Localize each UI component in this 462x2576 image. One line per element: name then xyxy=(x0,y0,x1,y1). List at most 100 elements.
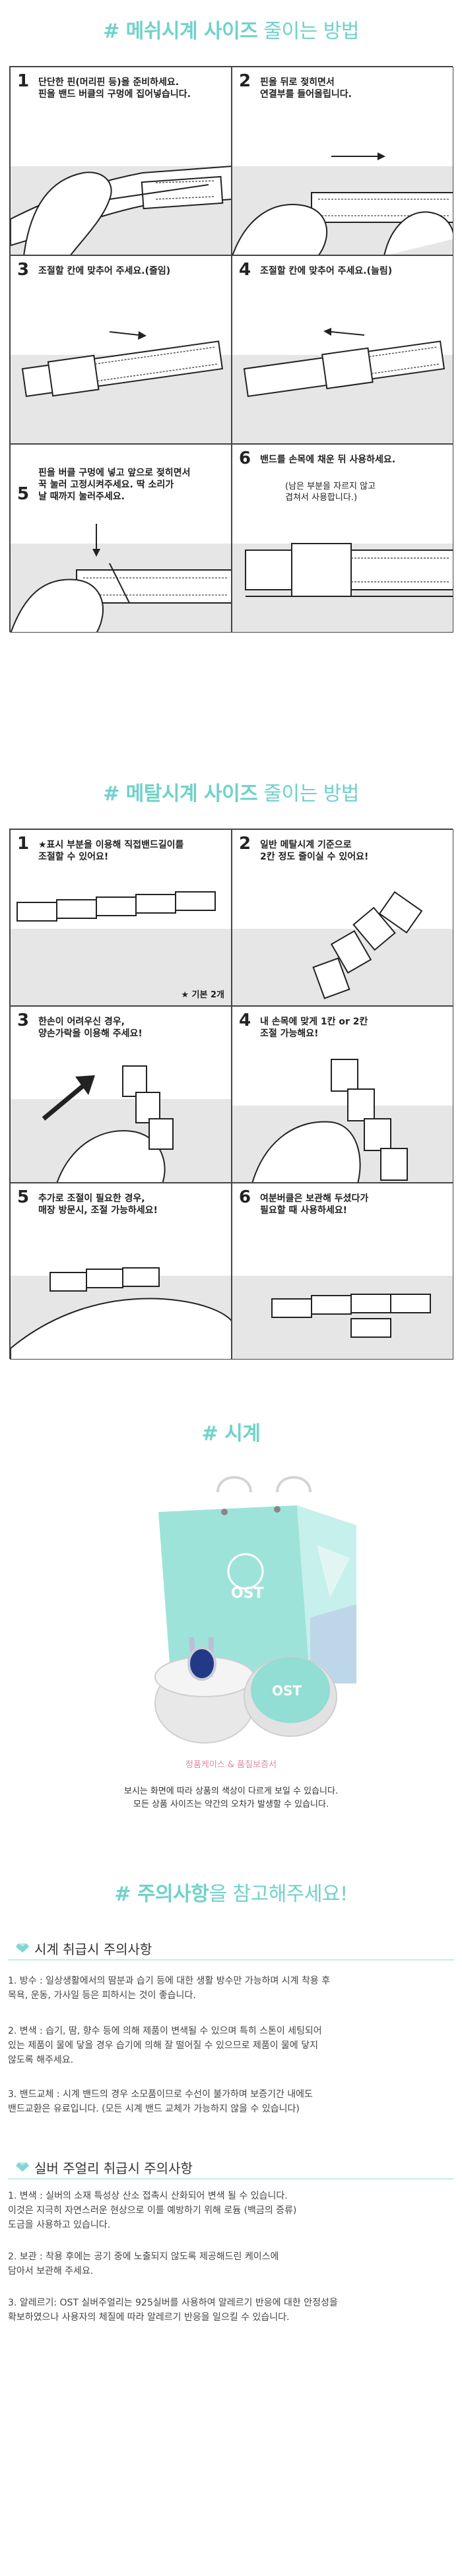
spacer xyxy=(0,2074,462,2087)
watch-photo-illustration: OST OST xyxy=(154,1476,356,1744)
jewelry-caution-heading-text: 실버 주얼리 취급시 주의사항 xyxy=(34,2160,193,2176)
metal-title-strong: # 메탈시계 사이즈 xyxy=(103,782,258,805)
metal-step-1-number: 1 xyxy=(17,834,30,854)
metal-step-5: 5 추가로 조절이 필요한 경우, 매장 방문시, 조절 가능하세요! xyxy=(10,1183,232,1360)
watch-note-size: 모든 상품 사이즈는 약간의 오차가 발생할 수 있습니다. xyxy=(133,1800,329,1809)
mesh-title-rest: 줄이는 방법 xyxy=(257,20,359,43)
watch-title-text: # 시계 xyxy=(201,1422,261,1445)
spacer xyxy=(0,2238,462,2249)
mesh-step-4-illustration xyxy=(232,328,453,443)
mesh-step-6-text: 밴드를 손목에 채운 뒤 사용하세요. xyxy=(260,455,396,465)
watch-caution-heading: 시계 취급시 주의사항 xyxy=(8,1937,454,1961)
watch-photo: OST OST xyxy=(0,1466,462,1756)
metal-title-rest: 줄이는 방법 xyxy=(257,782,359,805)
mesh-step-2-number: 2 xyxy=(239,71,251,91)
metal-step-2: 2 일반 메탈시계 기준으로 2칸 정도 줄이실 수 있어요! xyxy=(232,829,453,1006)
caution-title: # 주의사항을 참고해주세요! xyxy=(0,1877,462,1906)
spacer xyxy=(0,2011,462,2024)
mesh-step-4-text: 조절할 칸에 맞추어 주세요.(늘림) xyxy=(260,266,393,276)
metal-basic-note: ★ 기본 2개 xyxy=(181,990,224,1000)
jewelry-caution-item-2: 2. 보관 : 착용 후에는 공기 중에 노출되지 않도록 제공해드린 케이스에… xyxy=(8,2251,279,2277)
jewelry-caution-heading: 실버 주얼리 취급시 주의사항 xyxy=(8,2156,454,2180)
watch-note-color: 보시는 화면에 따라 상품의 색상이 다르게 보일 수 있습니다. xyxy=(123,1786,339,1796)
mesh-step-2-text: 핀을 뒤로 젖히면서 연결부를 들어올립니다. xyxy=(260,77,352,100)
caution-title-rest: 을 참고해주세요! xyxy=(209,1883,348,1906)
mesh-step-6-note: (남은 부분을 자르지 않고 겹쳐서 사용합니다.) xyxy=(285,482,376,503)
metal-step-5-number: 5 xyxy=(17,1187,30,1207)
spacer xyxy=(0,1359,462,1400)
metal-step-2-text: 일반 메탈시계 기준으로 2칸 정도 줄이실 수 있어요! xyxy=(260,840,369,862)
lid-brand-text: OST xyxy=(272,1683,302,1699)
metal-step-6-illustration xyxy=(271,1294,431,1338)
jewelry-caution-item-3: 3. 알레르기: OST 실버주얼리는 925실버를 사용하여 알레르기 반응에… xyxy=(8,2298,338,2323)
page: # 메쉬시계 사이즈 줄이는 방법 1 단단한 핀(머리핀 등)을 준비하세요.… xyxy=(0,0,462,2323)
metal-step-6-text: 여분버클은 보관해 두셨다가 필요할 때 사용하세요! xyxy=(260,1193,369,1216)
spacer xyxy=(0,2284,462,2296)
metal-step-4: 4 내 손목에 맞게 1칸 or 2칸 조절 가능해요! xyxy=(232,1006,453,1183)
mesh-title-strong: # 메쉬시계 사이즈 xyxy=(103,20,258,43)
metal-step-4-illustration xyxy=(251,1059,408,1182)
metal-step-6: 6 여분버클은 보관해 두셨다가 필요할 때 사용하세요! xyxy=(232,1183,453,1360)
mesh-title: # 메쉬시계 사이즈 줄이는 방법 xyxy=(0,15,462,44)
spacer xyxy=(0,2180,462,2189)
metal-step-4-number: 4 xyxy=(239,1011,251,1030)
metal-step-4-text: 내 손목에 맞게 1칸 or 2칸 조절 가능해요! xyxy=(260,1017,368,1039)
metal-step-3-text: 한손이 어려우신 경우, 양손가락을 이용해 주세요! xyxy=(38,1017,143,1039)
mesh-step-3-text: 조절할 칸에 맞추어 주세요.(줄임) xyxy=(38,266,171,276)
spacer xyxy=(0,632,462,777)
mesh-step-6: 6 밴드를 손목에 채운 뒤 사용하세요. (남은 부분을 자르지 않고 겹쳐서… xyxy=(232,444,453,633)
metal-step-3: 3 한손이 어려우신 경우, 양손가락을 이용해 주세요! xyxy=(10,1006,232,1183)
metal-step-6-number: 6 xyxy=(239,1187,251,1207)
mesh-step-1-text: 단단한 핀(머리핀 등)을 준비하세요. 핀을 밴드 버클의 구멍에 집어넣습니… xyxy=(38,77,191,100)
metal-step-5-text: 추가로 조절이 필요한 경우, 매장 방문시, 조절 가능하세요! xyxy=(38,1193,158,1216)
spacer xyxy=(0,1831,462,1877)
spacer xyxy=(0,2124,462,2156)
metal-step-3-number: 3 xyxy=(17,1011,30,1030)
metal-step-1-text: ★표시 부분을 이용해 직접밴드길이를 조절할 수 있어요! xyxy=(38,840,184,862)
mesh-step-4: 4 조절할 칸에 맞추어 주세요.(늘림) xyxy=(232,255,453,444)
mesh-step-6-illustration xyxy=(232,543,453,632)
bag-brand-text: OST xyxy=(231,1585,264,1602)
mesh-step-4-number: 4 xyxy=(239,260,251,280)
mesh-step-1: 1 단단한 핀(머리핀 등)을 준비하세요. 핀을 밴드 버클의 구멍에 집어넣… xyxy=(10,67,232,255)
metal-step-6-shade xyxy=(232,1276,453,1359)
spacer xyxy=(0,1926,462,1937)
watch-header: # 시계 xyxy=(0,1400,462,1466)
metal-header: # 메탈시계 사이즈 줄이는 방법 xyxy=(0,777,462,829)
metal-step-2-illustration xyxy=(312,891,423,999)
watch-title: # 시계 xyxy=(0,1417,462,1446)
watch-caution-heading-text: 시계 취급시 주의사항 xyxy=(34,1941,152,1957)
mesh-step-5-number: 5 xyxy=(17,484,30,504)
mesh-step-2: 2 핀을 뒤로 젖히면서 연결부를 들어올립니다. xyxy=(232,67,453,255)
watch-caution-item-3: 3. 밴드교체 : 시계 밴드의 경우 소모품이므로 수선이 불가하며 보증기간… xyxy=(8,2089,313,2114)
caution-title-strong: # 주의사항 xyxy=(114,1883,209,1906)
metal-step-2-number: 2 xyxy=(239,834,251,854)
watch-caution-item-1: 1. 방수 : 일상생활에서의 땀분과 습기 등에 대한 생활 방수만 가능하며… xyxy=(8,1976,331,2001)
mesh-step-5-text: 핀을 버클 구멍에 넣고 앞으로 젖히면서 꾹 눌러 고정시켜주세요. 딱 소리… xyxy=(38,468,191,502)
mesh-header: # 메쉬시계 사이즈 줄이는 방법 xyxy=(0,0,462,66)
spacer xyxy=(0,1961,462,1974)
metal-title: # 메탈시계 사이즈 줄이는 방법 xyxy=(0,777,462,806)
metal-step-3-illustration xyxy=(42,1065,174,1182)
mesh-step-3: 3 조절할 칸에 맞추어 주세요.(줄임) xyxy=(10,255,232,444)
caution-header: # 주의사항을 참고해주세요! xyxy=(0,1877,462,1926)
metal-step-1: 1 ★표시 부분을 이용해 직접밴드길이를 조절할 수 있어요! ★ 기본 2개 xyxy=(10,829,232,1006)
metal-step-5-illustration xyxy=(11,1267,231,1359)
mesh-step-5: 5 핀을 버클 구멍에 넣고 앞으로 젖히면서 꾹 눌러 고정시켜주세요. 딱 … xyxy=(10,444,232,633)
jewelry-caution-item-1: 1. 변색 : 실버의 소재 특성상 산소 접촉시 산화되어 변색 될 수 있습… xyxy=(8,2191,297,2230)
mesh-step-1-number: 1 xyxy=(17,71,30,91)
watch-caution-item-2: 2. 변색 : 습기, 땀, 향수 등에 의해 제품이 변색될 수 있으며 특히… xyxy=(8,2026,322,2065)
mesh-step-1-illustration xyxy=(11,166,231,255)
metal-steps-grid: 1 ★표시 부분을 이용해 직접밴드길이를 조절할 수 있어요! ★ 기본 2개… xyxy=(9,829,453,1360)
diamond-icon xyxy=(16,2162,29,2172)
watch-notes: 보시는 화면에 따라 상품의 색상이 다르게 보일 수 있습니다. 모든 상품 … xyxy=(0,1785,462,1831)
mesh-step-3-number: 3 xyxy=(17,260,30,280)
mesh-step-2-illustration xyxy=(232,152,453,255)
watch-photo-caption: 정품케이스 & 품질보증서 xyxy=(185,1760,277,1770)
diamond-icon xyxy=(16,1943,29,1953)
mesh-step-6-number: 6 xyxy=(239,449,251,468)
metal-step-1-illustration xyxy=(16,891,216,922)
metal-step-1-shade xyxy=(11,929,231,1005)
mesh-step-3-illustration xyxy=(11,331,231,443)
mesh-steps-grid: 1 단단한 핀(머리핀 등)을 준비하세요. 핀을 밴드 버클의 구멍에 집어넣… xyxy=(9,66,453,633)
